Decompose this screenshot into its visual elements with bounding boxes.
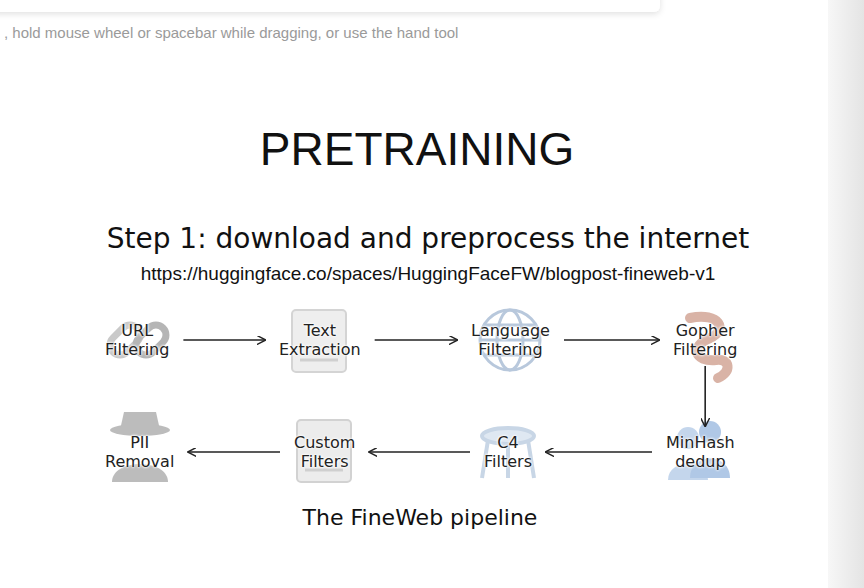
pipeline-step: Custom Filters [288,430,361,474]
pipeline-step: MinHash dedup [660,430,741,474]
url-text: https://huggingface.co/spaces/HuggingFac… [141,263,716,285]
flow-arrow [546,451,652,453]
hint-text: , hold mouse wheel or spacebar while dra… [4,24,458,41]
step-label: URL Filtering [105,321,169,359]
flow-arrow [704,366,706,426]
step-heading: Step 1: download and preprocess the inte… [107,222,750,255]
flow-arrow [183,339,265,341]
link-icon [106,321,170,359]
step-label: MinHash dedup [666,433,735,471]
step-label: PII Removal [105,433,174,471]
caption: The FineWeb pipeline [303,505,538,530]
flow-arrow [564,339,659,341]
flow-arrow [375,339,457,341]
pipeline-step: URL Filtering [99,318,175,362]
step-label: Text Extraction [279,321,361,359]
flow-arrow [369,451,470,453]
step-label: Gopher Filtering [673,321,737,359]
stool-icon [482,428,534,478]
title: PRETRAINING [260,122,574,176]
step-label: Language Filtering [471,321,550,359]
toolbar-panel [0,0,660,12]
side-strip [828,0,864,588]
pipeline-step: PII Removal [99,430,180,474]
pipeline-step: Language Filtering [465,318,556,362]
flow-arrow [188,451,280,453]
step-label: Custom Filters [294,433,355,471]
pipeline-step: Text Extraction [273,318,367,362]
pipeline-step: Gopher Filtering [667,318,743,362]
step-label: C4 Filters [484,433,532,471]
pipeline-step: C4 Filters [478,430,538,474]
